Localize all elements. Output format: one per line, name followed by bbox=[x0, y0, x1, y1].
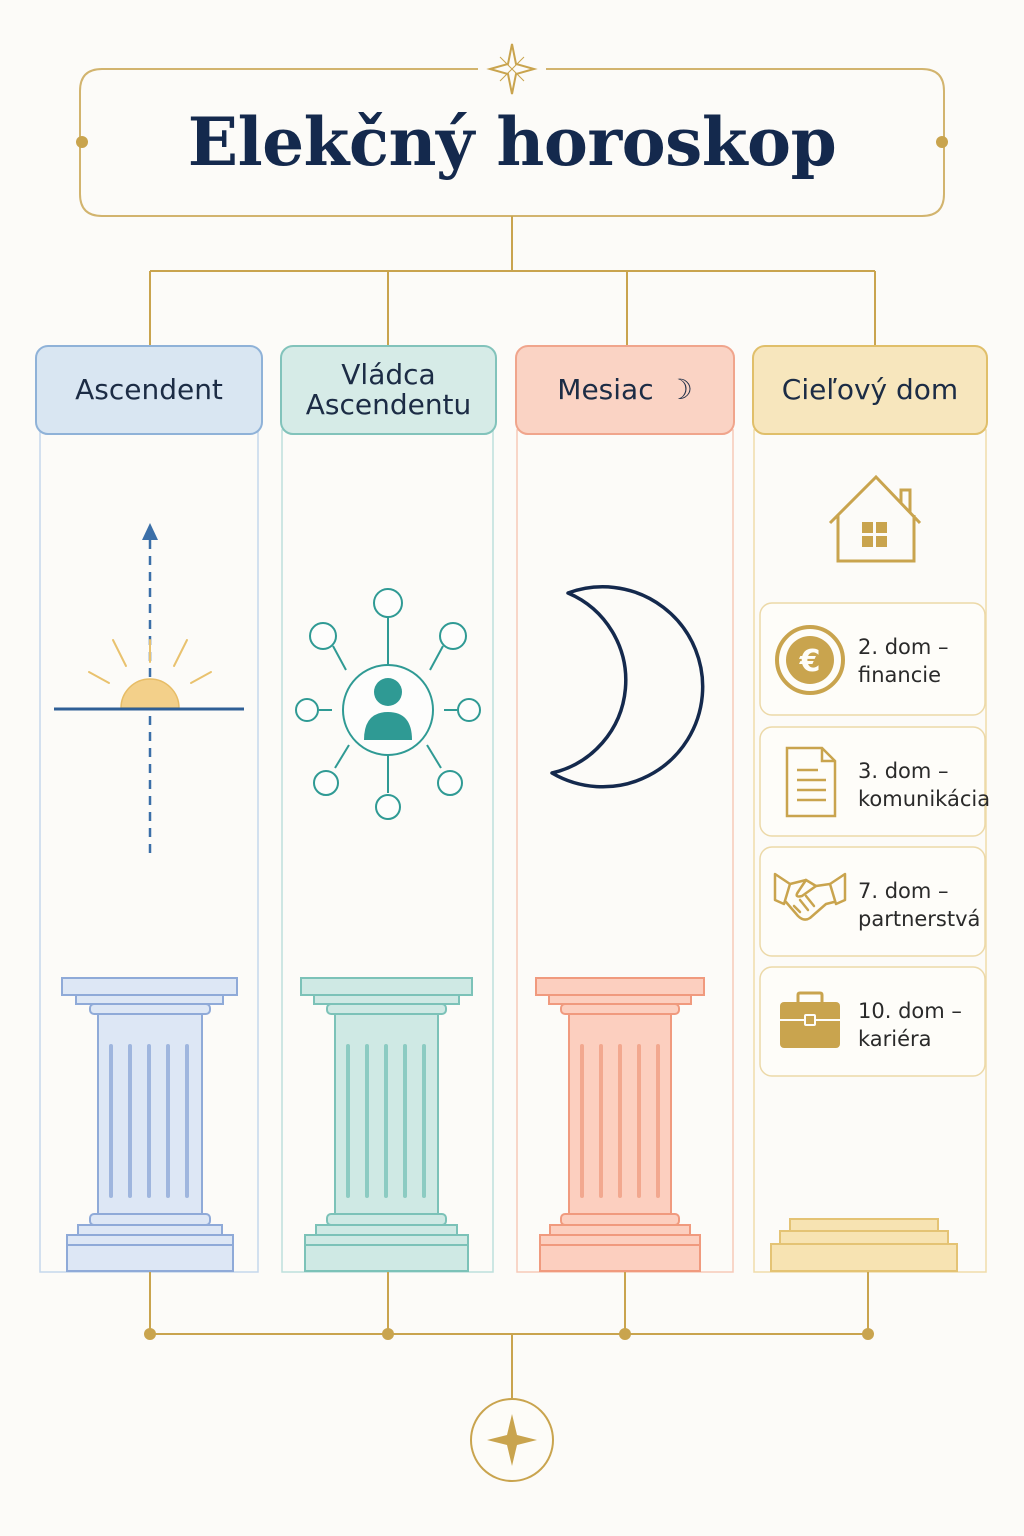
sunrise-horizon-icon bbox=[54, 523, 244, 858]
page-title: Elekčný horoskop bbox=[187, 103, 837, 181]
house-card-title: 2. dom – bbox=[858, 635, 949, 659]
header-box-house bbox=[752, 345, 988, 435]
house-card-frame bbox=[759, 846, 986, 957]
column-header-label: Cieľový dom bbox=[781, 372, 959, 406]
house-card-subtitle: komunikácia bbox=[858, 787, 991, 812]
bottom-connectors bbox=[149, 1272, 869, 1398]
house-icon bbox=[828, 474, 922, 563]
house-card-finance: 2. dom – financie bbox=[760, 603, 985, 715]
connector-dots bbox=[144, 1328, 874, 1340]
pillar-teal bbox=[300, 977, 473, 1272]
house-card-title: 7. dom – bbox=[858, 879, 949, 903]
column-header-house: Cieľový dom bbox=[753, 346, 987, 434]
column-header-label: Mesiac bbox=[557, 372, 654, 406]
column-header-label: Ascendentu bbox=[305, 388, 472, 421]
house-card-subtitle: financie bbox=[858, 663, 942, 688]
euro-coin-icon: € bbox=[775, 625, 845, 695]
house-card-title: 10. dom – bbox=[858, 999, 962, 1023]
column-header-label: Ascendent bbox=[75, 372, 223, 406]
house-card-subtitle: partnerstvá bbox=[858, 907, 981, 932]
house-card-subtitle: kariéra bbox=[858, 1027, 932, 1052]
column-header-moon: Mesiac ☽ bbox=[516, 346, 734, 434]
header-box-moon bbox=[515, 345, 735, 435]
moon-glyph-icon: ☽ bbox=[667, 372, 693, 406]
house-card-career: 10. dom – kariéra bbox=[760, 967, 985, 1079]
header-box-ascendent bbox=[35, 345, 263, 435]
pillar-salmon bbox=[535, 977, 705, 1272]
house-card-frame bbox=[759, 726, 986, 837]
header-box-ruler bbox=[280, 345, 497, 435]
crescent-moon-icon bbox=[550, 585, 705, 789]
column-header-ruler: Vládca Ascendentu bbox=[281, 346, 496, 434]
house-card-communication: 3. dom – komunikácia bbox=[760, 727, 990, 839]
handshake-icon bbox=[773, 872, 847, 921]
star-top-icon bbox=[486, 43, 538, 95]
top-connectors bbox=[149, 216, 876, 346]
briefcase-icon bbox=[780, 991, 840, 1048]
pillar-blue bbox=[61, 977, 238, 1272]
star-bottom-icon bbox=[470, 1398, 554, 1482]
house-card-frame bbox=[759, 602, 986, 716]
document-icon bbox=[785, 746, 837, 818]
svg-text:€: € bbox=[799, 644, 821, 679]
ruler-network-icon bbox=[295, 588, 481, 820]
column-header-label: Vládca bbox=[341, 357, 436, 391]
column-header-ascendent: Ascendent bbox=[36, 346, 262, 434]
pillar-base-gold bbox=[770, 1218, 958, 1272]
house-card-partnership: 7. dom – partnerstvá bbox=[760, 847, 985, 959]
house-card-title: 3. dom – bbox=[858, 759, 949, 783]
